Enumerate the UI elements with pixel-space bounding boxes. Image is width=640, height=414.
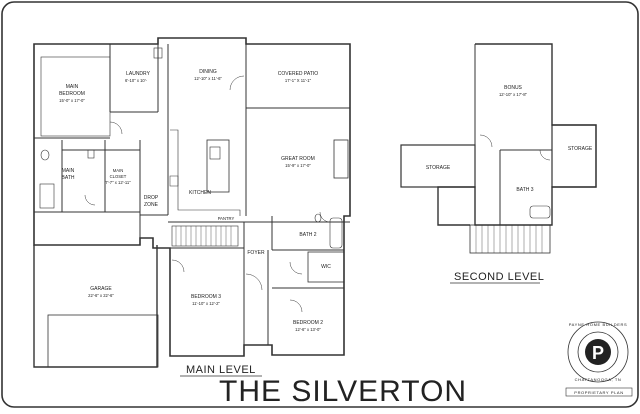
great-room-dim: 15'-9" x 17'-0" — [285, 163, 311, 168]
pantry-label: PANTRY — [218, 216, 235, 221]
bath3-label: BATH 3 — [516, 187, 533, 193]
wic-label: WIC — [321, 264, 331, 270]
main-bedroom-label-2: BEDROOM — [59, 91, 85, 97]
drop-zone-label: DROP — [144, 195, 159, 201]
drop-zone-label-2: ZONE — [144, 202, 159, 208]
kitchen-label: KITCHEN — [189, 190, 211, 196]
logo-letter: P — [592, 343, 604, 363]
plan-title: THE SILVERTON — [219, 375, 467, 408]
main-bath-label: MAIN — [62, 168, 75, 174]
main-closet-label-2: CLOSET — [110, 174, 127, 179]
bedroom2-label: BEDROOM 2 — [293, 320, 323, 326]
main-bedroom-dim: 15'-0" x 17'-0" — [59, 98, 85, 103]
storage-left-label: STORAGE — [426, 165, 451, 171]
main-bedroom-label: MAIN — [66, 84, 79, 90]
main-bath-label-2: BATH — [62, 175, 75, 181]
bonus-label: BONUS — [504, 85, 522, 91]
storage-right-label: STORAGE — [568, 146, 593, 152]
room-labels: MAIN BEDROOM 15'-0" x 17'-0" LAUNDRY 6'-… — [59, 69, 593, 332]
second-level-label: SECOND LEVEL — [454, 271, 544, 283]
garage-label: GARAGE — [90, 286, 112, 292]
bath2-label: BATH 2 — [299, 232, 316, 238]
covered-patio-dim: 17'-1" X 11'-1" — [285, 78, 312, 83]
dining-label: DINING — [199, 69, 217, 75]
logo-banner: PROPRIETARY PLAN — [574, 390, 623, 395]
garage-dim: 22'-6" x 22'-6" — [88, 293, 114, 298]
great-room-label: GREAT ROOM — [281, 156, 315, 162]
main-closet-label: MAIN — [113, 168, 123, 173]
main-level-plan — [33, 37, 351, 368]
dining-dim: 12'-10" x 11'-6" — [194, 76, 222, 81]
second-level-plan — [400, 43, 597, 254]
laundry-label: LAUNDRY — [126, 71, 150, 77]
logo-ring-top: PAYNE HOME BUILDERS — [569, 322, 628, 327]
laundry-dim: 6'-10" x 10'- — [125, 78, 148, 83]
bedroom3-label: BEDROOM 3 — [191, 294, 221, 300]
logo-ring-bottom: CHATTANOOGA, TN — [575, 377, 622, 382]
bedroom3-dim: 11'-10" x 12'-2" — [192, 301, 220, 306]
main-closet-dim: 7'-7" x 12'-11" — [105, 180, 131, 185]
bonus-dim: 12'-10" x 17'-8" — [499, 92, 528, 97]
covered-patio-label: COVERED PATIO — [278, 71, 318, 77]
builder-logo: P PAYNE HOME BUILDERS CHATTANOOGA, TN PR… — [565, 321, 633, 397]
main-level-label: MAIN LEVEL — [186, 364, 256, 376]
bedroom2-dim: 12'-6" x 13'-0" — [295, 327, 321, 332]
foyer-label: FOYER — [247, 250, 265, 256]
